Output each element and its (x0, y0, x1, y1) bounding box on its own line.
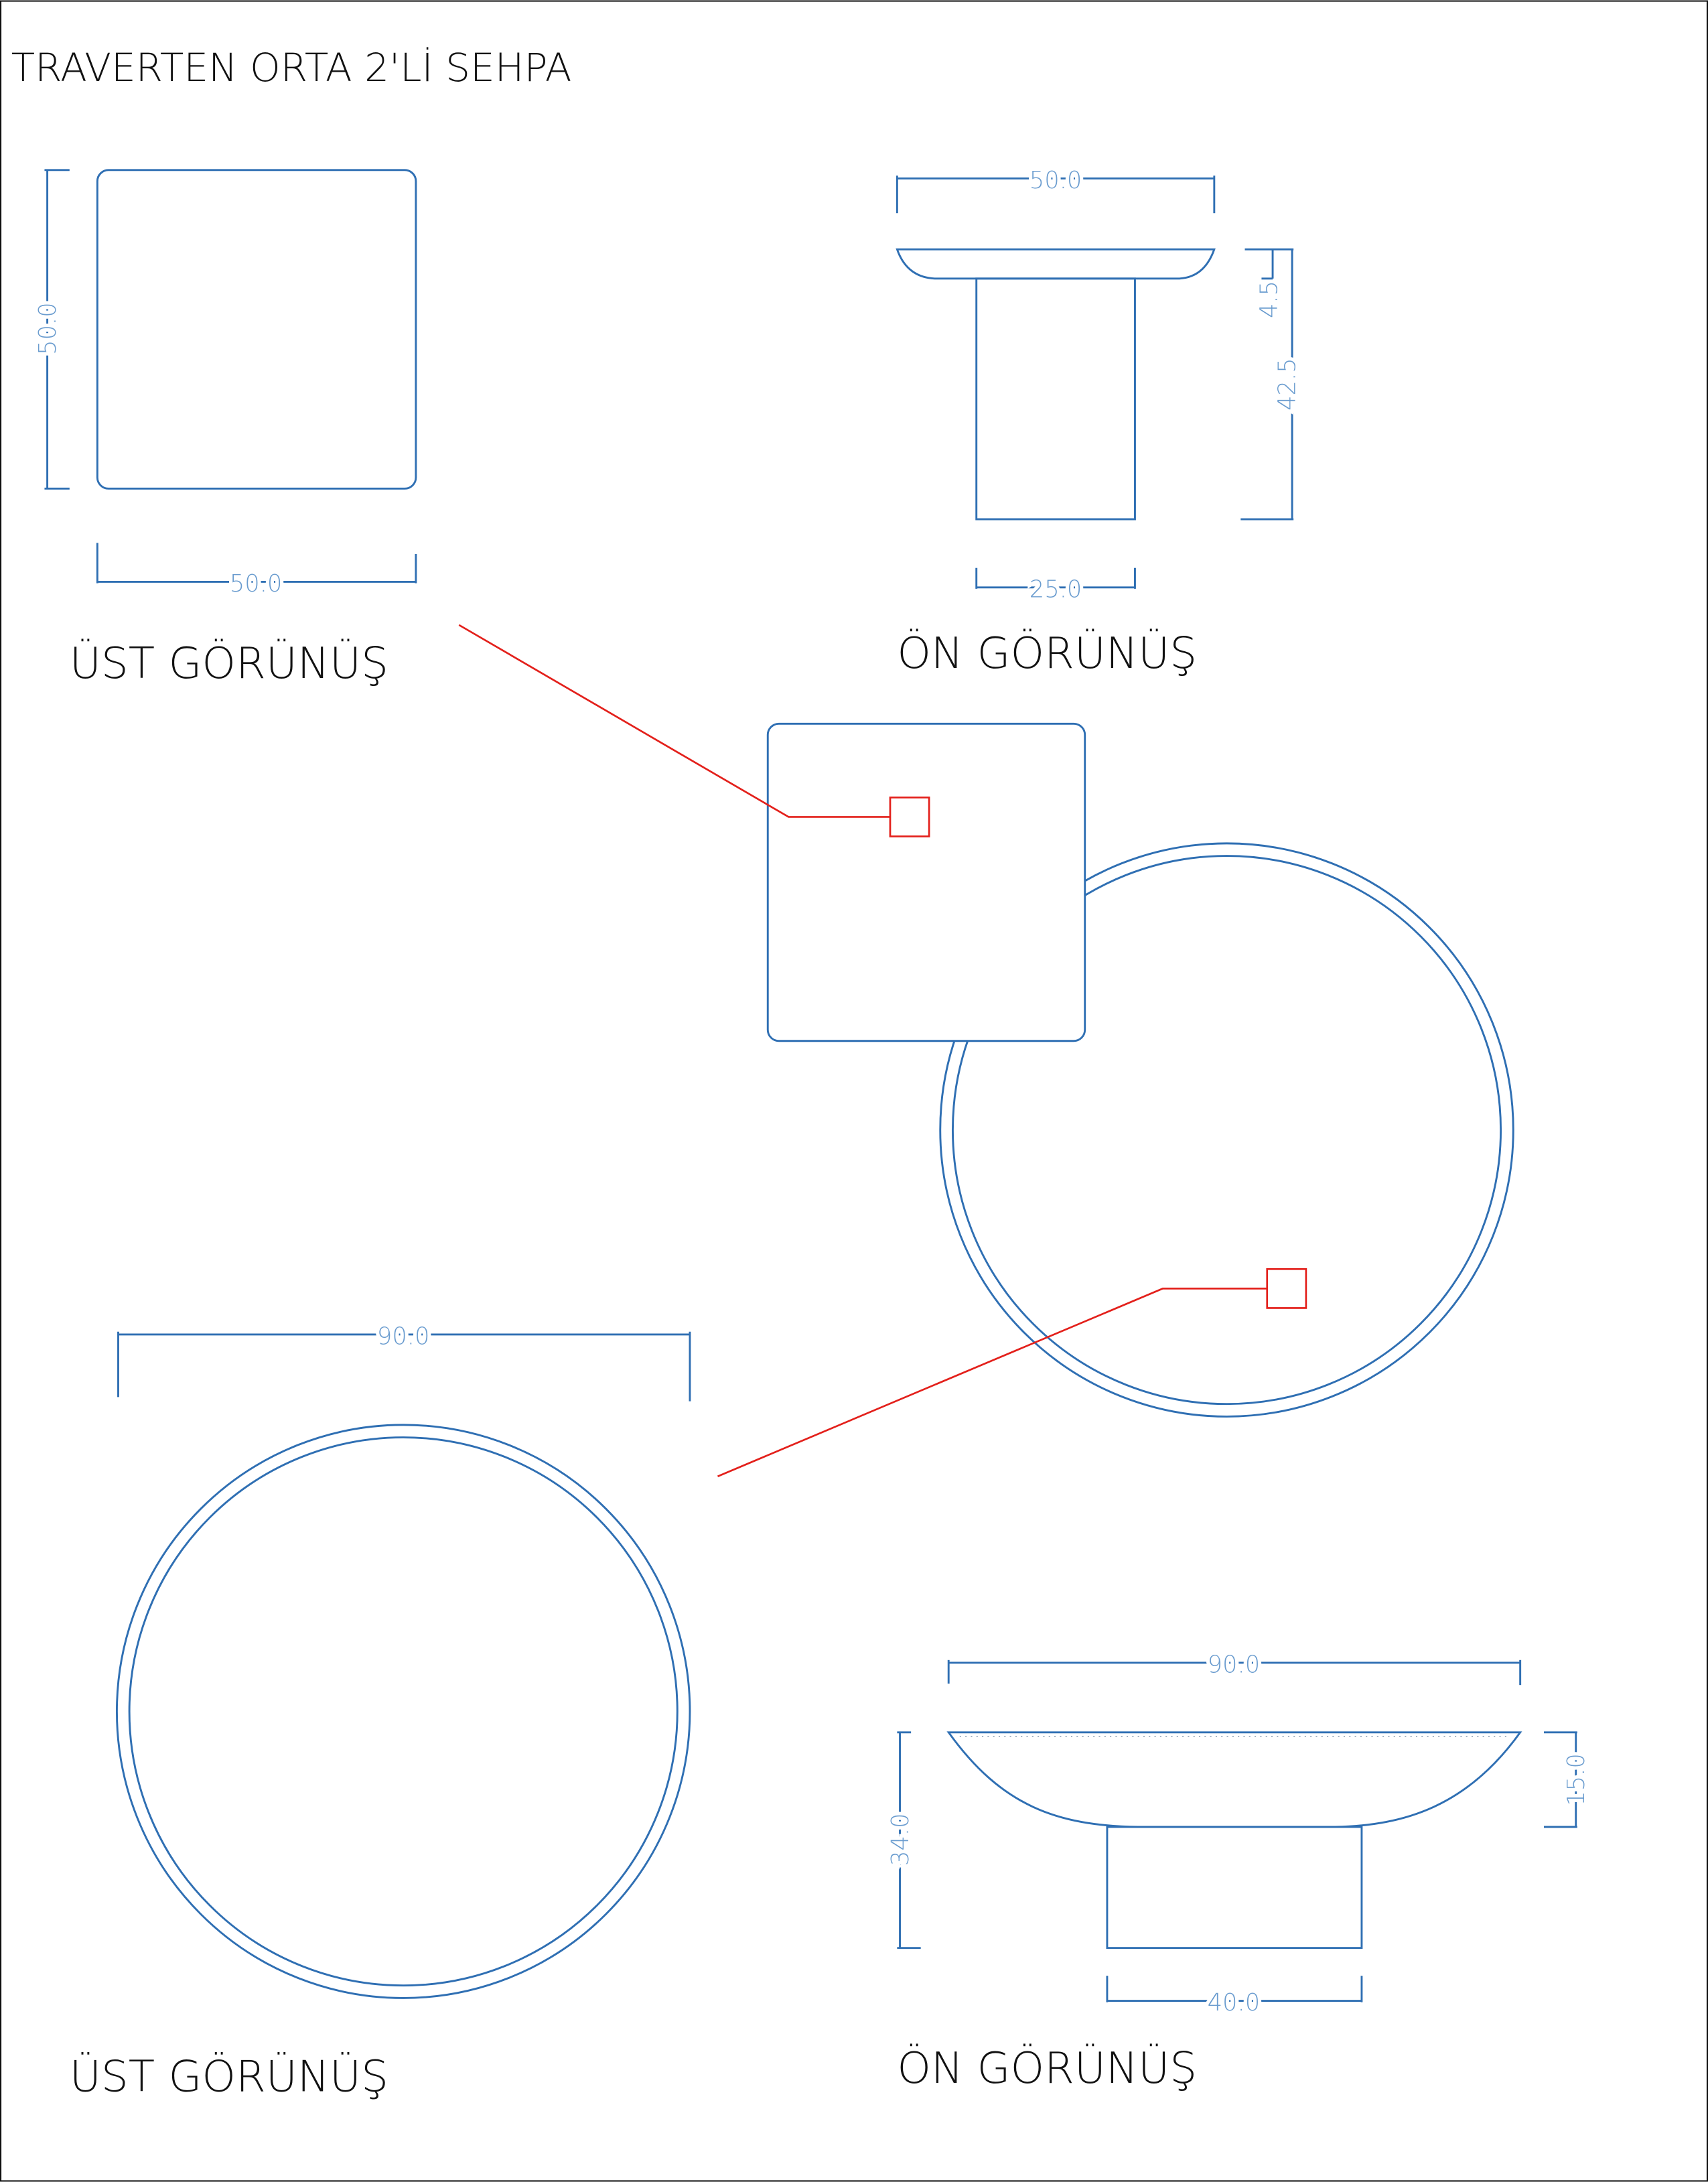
diameter-value: 90.0 (377, 1322, 430, 1350)
large-table-top-view: 90.0 ÜST GÖRÜNÜŞ (70, 1319, 691, 2102)
leg-width-value: 25.0 (1029, 575, 1082, 603)
drawing-title: TRAVERTEN ORTA 2'Lİ SEHPA (11, 45, 572, 90)
callout-large-table (717, 1268, 1307, 1477)
small-table-top-view: 50.0 50.0 ÜST GÖRÜNÜŞ (31, 169, 417, 689)
view-label: ÜST GÖRÜNÜŞ (70, 2052, 388, 2102)
bowl-depth-value: 15.0 (1563, 1753, 1590, 1806)
width-value: 50.0 (230, 570, 283, 598)
height-value: 34.0 (887, 1813, 914, 1866)
tabletop-profile (896, 248, 1216, 280)
large-table-inner-circle (951, 855, 1502, 1406)
combined-plan-view (766, 722, 1514, 1418)
view-label: ÖN GÖRÜNÜŞ (897, 2043, 1197, 2094)
depth-value: 50.0 (34, 302, 62, 355)
callout-small-table (458, 624, 930, 837)
view-label: ÖN GÖRÜNÜŞ (897, 628, 1197, 679)
depth-dimension: 50.0 (31, 169, 70, 490)
outer-circle (115, 1424, 691, 1999)
width-value: 50.0 (1029, 167, 1082, 194)
small-table-front-view: 50.0 4.5 42.5 25.0 ÖN GÖRÜNÜŞ (896, 163, 1304, 679)
height-value: 42.5 (1273, 358, 1301, 411)
view-label: ÜST GÖRÜNÜŞ (70, 638, 388, 689)
width-dimension: 50.0 (96, 543, 417, 601)
small-table-square (766, 722, 1086, 1042)
small-table-top-outline (96, 169, 417, 490)
large-table-outer-circle (939, 842, 1514, 1418)
inner-circle (128, 1436, 679, 1987)
top-thickness-value: 4.5 (1255, 281, 1283, 318)
leg-profile (975, 277, 1136, 521)
leg-width-value: 40.0 (1208, 1989, 1261, 2017)
callout-marker (889, 796, 930, 837)
large-table-front-view: 90.0 34.0 15.0 40.0 ÖN GÖRÜNÜŞ (883, 1647, 1594, 2094)
leg-profile (1106, 1826, 1363, 1950)
width-value: 90.0 (1208, 1651, 1261, 1678)
callout-marker (1266, 1268, 1307, 1309)
